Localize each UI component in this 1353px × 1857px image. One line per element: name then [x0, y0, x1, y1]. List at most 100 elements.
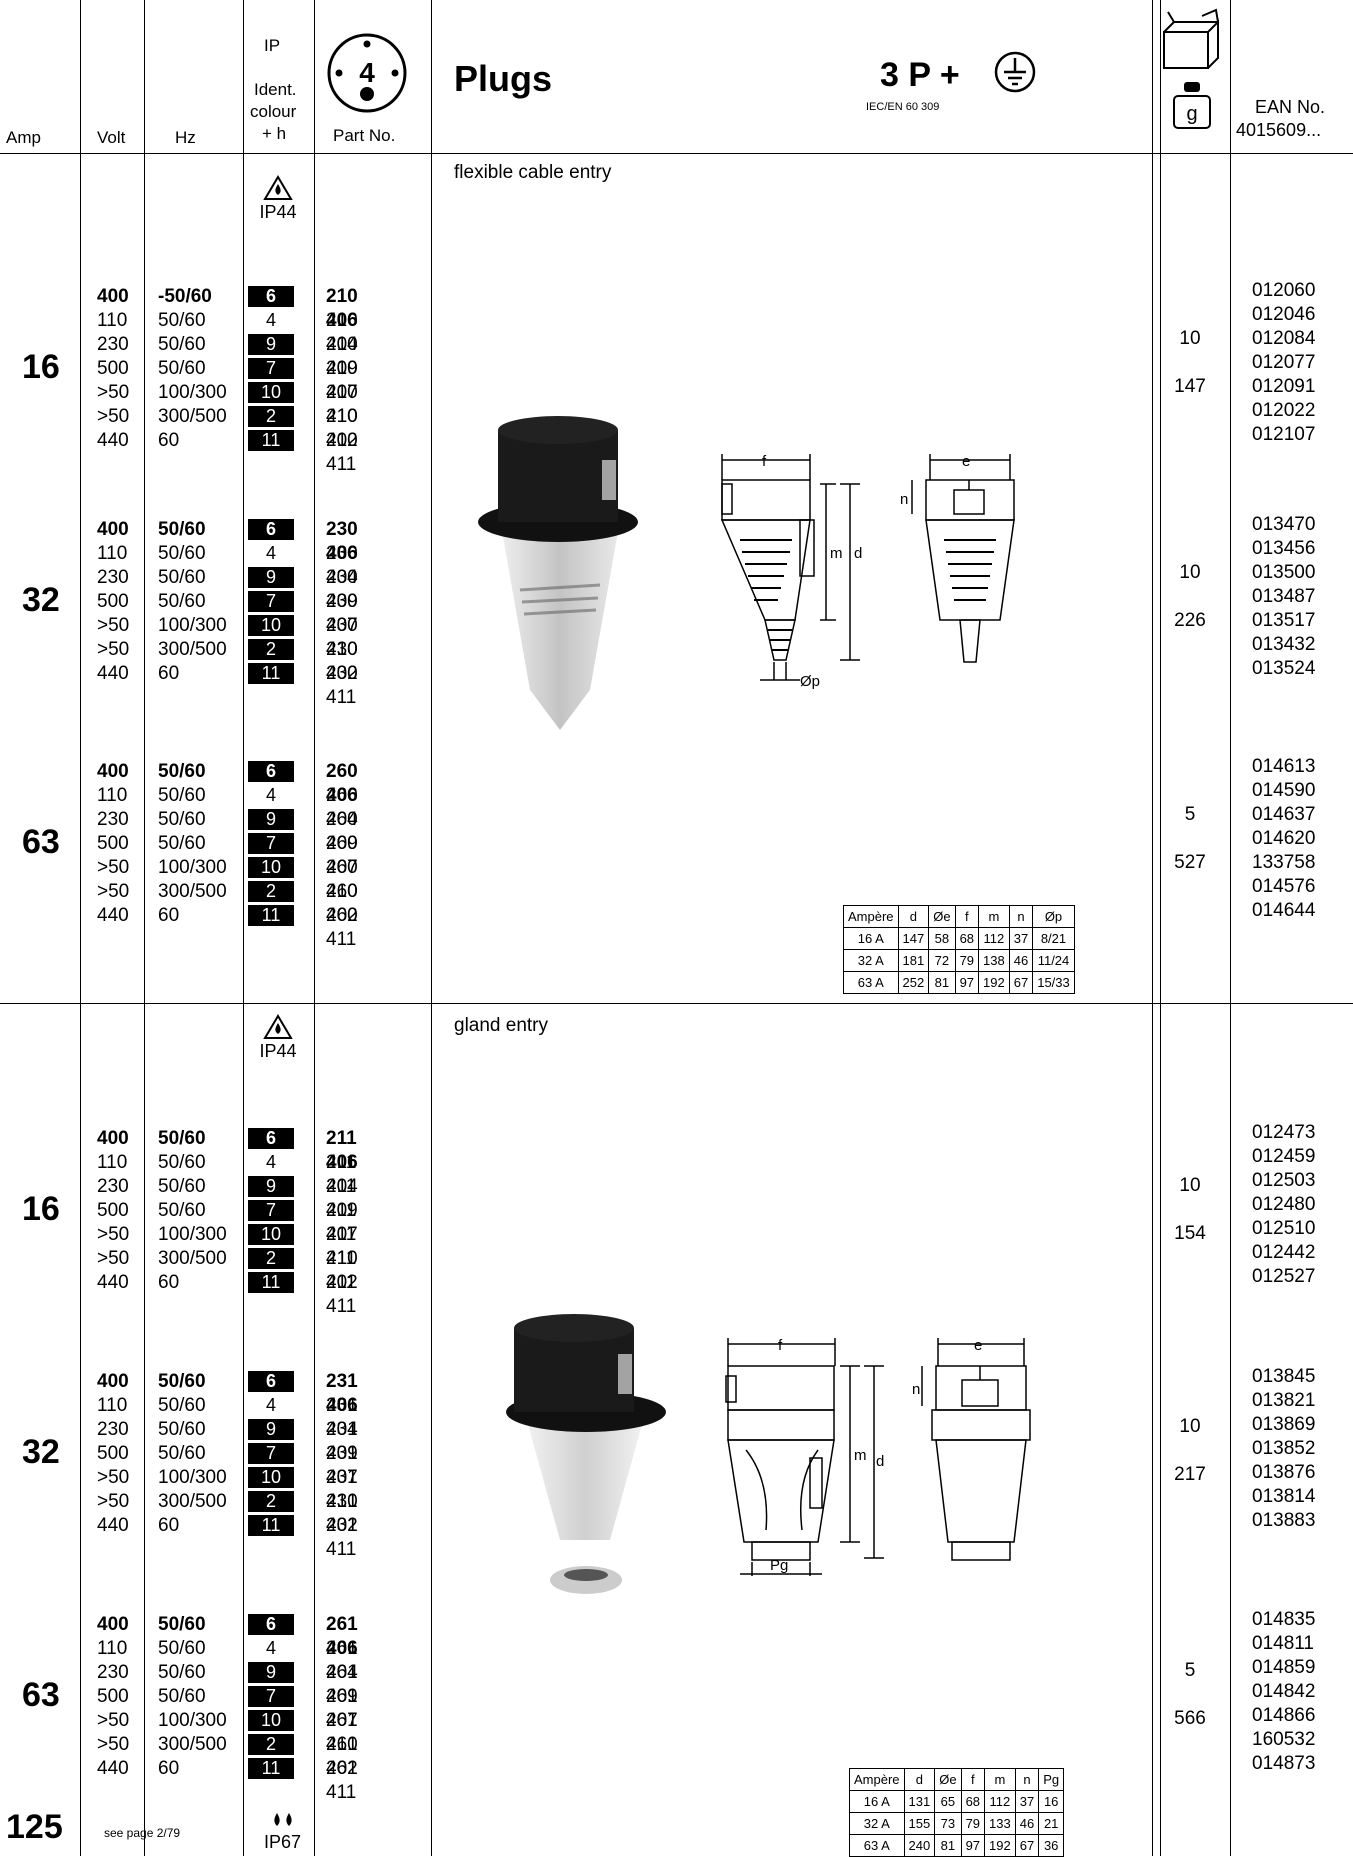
svg-text:m: m: [854, 1447, 867, 1464]
colour-badge: 10: [248, 382, 294, 403]
pack-weight: 527: [1174, 852, 1206, 873]
pack-weight: 147: [1174, 376, 1206, 397]
colour-badge: 9: [248, 1176, 294, 1197]
ip44-marker: IP44: [250, 175, 306, 223]
pack-qty: 5: [1184, 1660, 1196, 1681]
pack-weight: 226: [1174, 610, 1206, 631]
splash-proof-icon: [263, 1014, 293, 1039]
colour-badge: 4: [248, 1152, 294, 1173]
dimension-drawing-side: f m d Øp: [720, 453, 862, 690]
amp-value: 32: [22, 581, 60, 619]
col-divider-hz-ip: [243, 0, 244, 1856]
section-title: gland entry: [454, 1015, 549, 1036]
colour-badge: 7: [248, 591, 294, 612]
colour-badge: 2: [248, 1491, 294, 1512]
colour-badge: 6: [248, 761, 294, 782]
header-part-no: Part No.: [333, 126, 396, 145]
section-divider: [0, 1003, 1353, 1004]
header-bottom-rule: [0, 153, 1353, 154]
header-ean-prefix: 4015609...: [1236, 120, 1322, 140]
colour-badge: 7: [248, 1443, 294, 1464]
header-colour: colour: [250, 102, 297, 121]
header-plus-h: + h: [262, 124, 287, 143]
footer-see-page-link[interactable]: see page 2/79: [104, 1826, 181, 1840]
ip-rating: IP44: [259, 1041, 297, 1061]
footer-amp: 125: [6, 1808, 63, 1846]
colour-badge: 9: [248, 1419, 294, 1440]
pin-number: 4: [359, 57, 375, 88]
colour-badge: 9: [248, 1662, 294, 1683]
colour-badge: 11: [248, 663, 294, 684]
col-divider-part-main: [431, 0, 432, 1856]
colour-badge: 6: [248, 286, 294, 307]
amp-value: 16: [22, 348, 60, 386]
svg-text:f: f: [762, 453, 767, 470]
colour-badge: 6: [248, 1614, 294, 1635]
svg-text:n: n: [900, 491, 908, 508]
colour-badge: 4: [248, 310, 294, 331]
colour-badge: 7: [248, 833, 294, 854]
colour-badge: 2: [248, 1248, 294, 1269]
pack-qty: 10: [1179, 562, 1201, 583]
colour-badge: 10: [248, 1224, 294, 1245]
dimension-drawing-side: f m d Pg: [725, 1337, 884, 1576]
col-divider-amp-volt: [80, 0, 81, 1856]
pack-weight: 217: [1174, 1464, 1206, 1485]
header-amp: Amp: [6, 128, 41, 147]
colour-badge: 7: [248, 358, 294, 379]
header-volt: Volt: [97, 128, 126, 147]
amp-value: 16: [22, 1190, 60, 1228]
colour-badge: 4: [248, 543, 294, 564]
ip44-marker: IP44: [250, 1014, 306, 1062]
ip-rating: IP44: [259, 202, 297, 222]
dimension-drawing-front: e n: [912, 1337, 1031, 1561]
colour-badge: 7: [248, 1686, 294, 1707]
colour-badge: 2: [248, 1734, 294, 1755]
header-ean: EAN No.: [1255, 97, 1326, 117]
svg-text:e: e: [974, 1337, 982, 1354]
page-title: Plugs: [454, 58, 553, 99]
pack-weight: 154: [1174, 1223, 1206, 1244]
header-ip: IP: [264, 36, 281, 55]
splash-proof-icon: [263, 175, 293, 200]
colour-badge: 9: [248, 334, 294, 355]
colour-badge: 4: [248, 1638, 294, 1659]
poles-label: 3 P +: [880, 56, 960, 94]
weight-icon: g: [1173, 82, 1211, 129]
colour-badge: 11: [248, 430, 294, 451]
colour-badge: 11: [248, 1515, 294, 1536]
svg-text:Øp: Øp: [800, 673, 820, 690]
amp-value: 32: [22, 1433, 60, 1471]
colour-badge: 2: [248, 406, 294, 427]
svg-text:d: d: [876, 1453, 884, 1470]
earth-symbol-icon: [994, 51, 1036, 93]
colour-badge: 10: [248, 615, 294, 636]
colour-badge: 4: [248, 785, 294, 806]
section-title: flexible cable entry: [454, 162, 612, 183]
col-divider-volt-hz: [144, 0, 145, 1856]
colour-badge: 10: [248, 1710, 294, 1731]
svg-text:n: n: [912, 1381, 920, 1398]
svg-text:e: e: [962, 453, 970, 470]
packaging-box-icon: [1163, 8, 1219, 69]
colour-badge: 7: [248, 1200, 294, 1221]
colour-badge: 6: [248, 519, 294, 540]
colour-badge: 2: [248, 639, 294, 660]
col-divider-pack-pack2: [1160, 0, 1161, 1856]
pack-qty: 10: [1179, 328, 1201, 349]
socket-pin-icon: 4: [327, 33, 407, 113]
col-divider-pack-ean: [1230, 0, 1231, 1856]
col-divider-main-pack: [1152, 0, 1153, 1856]
jet-proof-icon: [274, 1813, 292, 1826]
amp-value: 63: [22, 1676, 60, 1714]
dimension-drawing-front: e n: [900, 453, 1015, 663]
